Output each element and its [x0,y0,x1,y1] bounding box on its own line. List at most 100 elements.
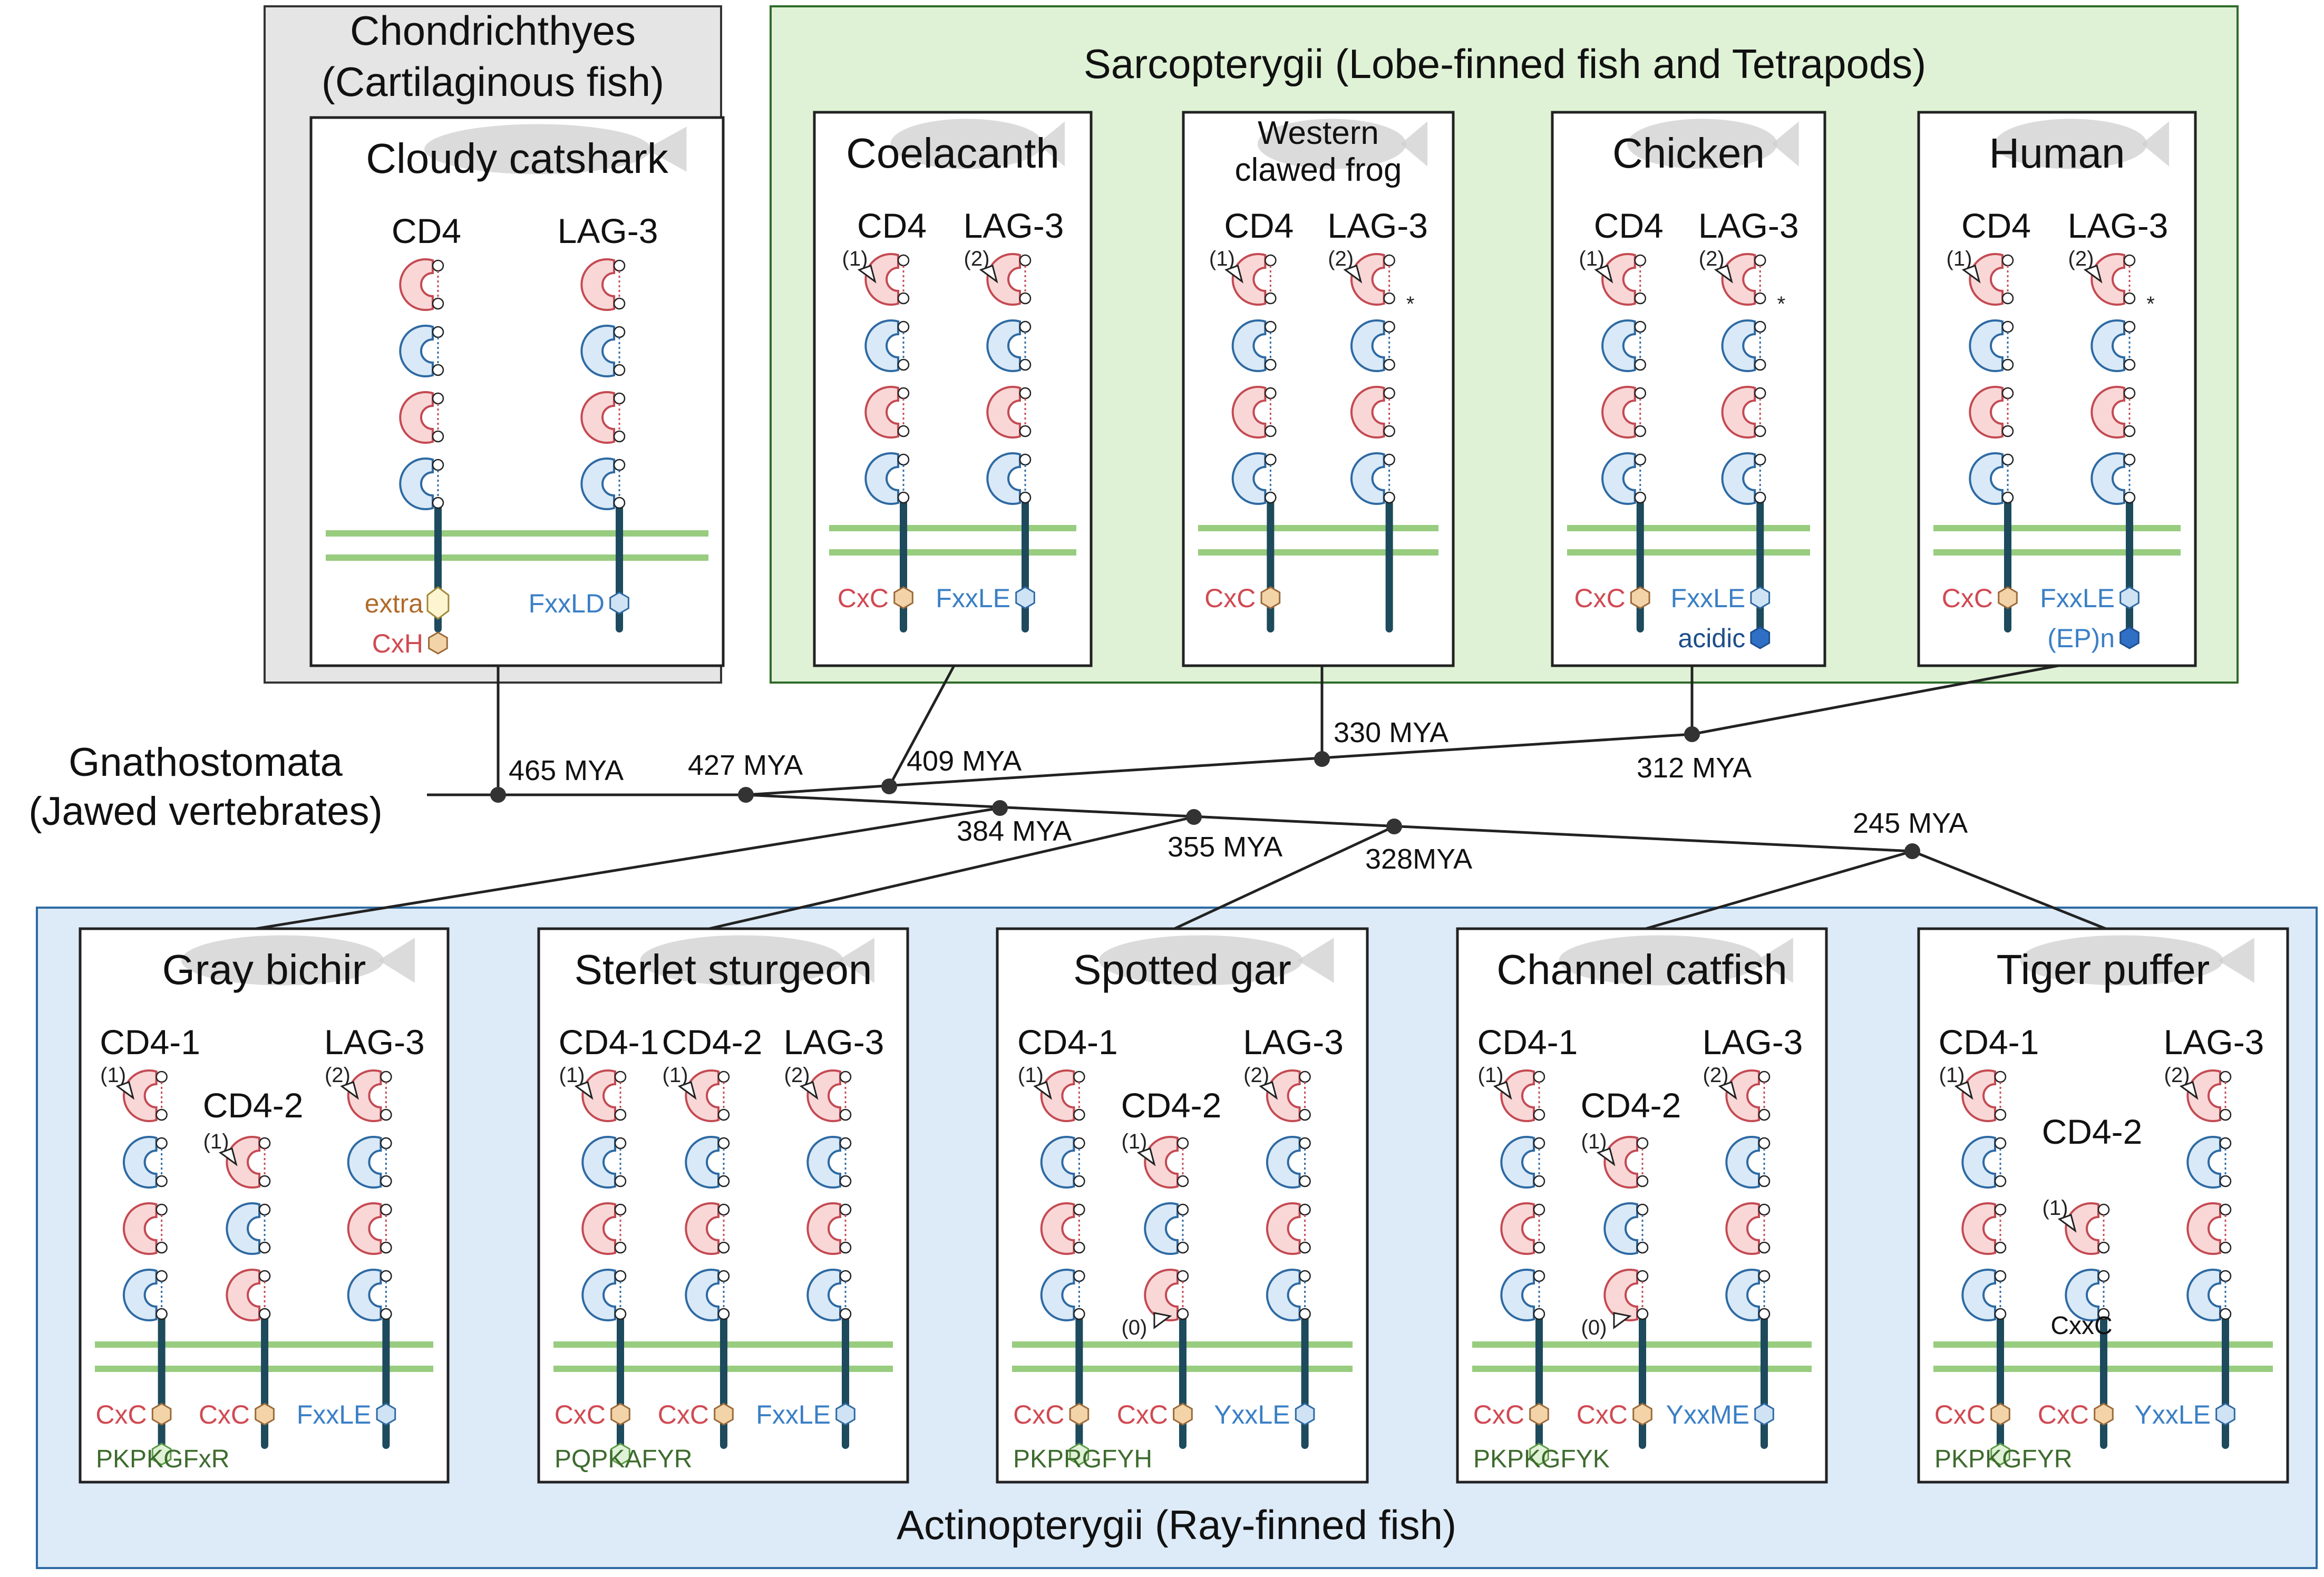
motif-lfle-shape [2215,1403,2235,1426]
protein-column: LAG-3(2)YxxME [1666,1023,1803,1449]
ig-domain-red [2090,386,2125,439]
glycosylation-marker [2179,1081,2199,1100]
cysteine-marker [613,459,626,471]
cysteine-marker [717,1241,730,1254]
cysteine-marker [1299,1270,1311,1282]
cysteine-marker [2001,358,2014,371]
cysteine-marker [897,491,910,504]
motif-cxc-shape [1529,1403,1549,1426]
cysteine-marker [1265,254,1277,267]
cysteine-marker [1636,1137,1649,1150]
domain-marker-label: (1) [663,1064,688,1087]
cysteine-marker [1758,1308,1771,1320]
actinopterygii-title: Actinopterygii (Ray-finned fish) [897,1502,1456,1548]
cysteine-marker [1636,1270,1649,1282]
species-card: Tiger pufferCD4-1(1)CxCPKPKGFYRCD4-2(1)C… [1917,927,2289,1484]
cysteine-marker [1019,387,1032,400]
ig-domain-blue [1969,319,2004,372]
divergence-label: 355 MYA [1168,831,1282,863]
cysteine-marker [1994,1270,2007,1282]
cysteine-marker [2219,1270,2232,1282]
tree-actino-branch [745,793,1913,853]
cysteine-marker [380,1175,392,1187]
species-silhouette [1559,935,1762,986]
cysteine-marker [1019,292,1032,305]
glycosylation-marker [1343,265,1363,284]
motif-label: CxC [1577,1400,1628,1429]
ig-domain-red [122,1202,158,1255]
motif-label: FxxLE [297,1400,372,1429]
cysteine-marker [1994,1241,2007,1254]
motif-lfle-shape [1295,1403,1315,1426]
species-name: Cloudy catshark [366,135,669,182]
ig-domain-red [1350,386,1385,439]
motif-label: CxC [1013,1400,1064,1429]
ig-domain-red [864,386,899,439]
protein-label: LAG-3 [784,1023,884,1062]
ig-domain-red [2186,1069,2221,1122]
ig-domain-red [1266,1202,1301,1255]
cysteine-marker [897,453,910,466]
protein-label: CD4 [392,211,461,250]
silhouette-tail [1401,121,1428,167]
domain-marker-label: (1) [1209,247,1235,270]
branch-gar [1173,825,1395,930]
ig-domain-blue [685,1136,719,1189]
motif-cxc-shape [2094,1403,2114,1426]
glycosylation-marker [1033,1081,1052,1100]
species-name: Chicken [1612,130,1765,177]
glycosylation-marker [1259,1081,1278,1100]
cysteine-marker [717,1070,730,1083]
cysteine-marker [1754,358,1766,371]
cysteine-marker [155,1308,168,1320]
species-box [1917,111,2197,667]
ig-domain-red [1231,386,1267,439]
motif-label: YxxLE [1214,1400,1290,1429]
protein-label: LAG-3 [324,1023,425,1062]
ig-domain-red [1601,253,1636,306]
cysteine-marker [839,1203,852,1216]
cysteine-marker [432,392,444,405]
motif-acidic-shape [1750,626,1771,649]
cysteine-marker [613,259,626,272]
cysteine-marker [380,1137,392,1150]
species-card: Spotted garCD4-1(1)CxCPKPRGFYHCD4-2(1)(0… [996,927,1369,1484]
ig-domain-blue [2186,1136,2221,1189]
cysteine-marker [380,1108,392,1121]
glycosylation-marker [2083,265,2103,284]
silhouette-tail [1037,121,1065,167]
cysteine-marker [1176,1308,1189,1320]
ig-domain-blue [347,1136,382,1189]
cxxc-label: CxxC [2050,1312,2112,1340]
cysteine-marker [1265,453,1277,466]
cysteine-marker [1758,1175,1771,1187]
cysteine-marker [839,1108,852,1121]
cysteine-marker [1533,1137,1545,1150]
sarcopterygii-title: Sarcopterygii (Lobe-finned fish and Tetr… [1084,41,1927,87]
glycosylation-marker [218,1147,238,1166]
cysteine-marker [1754,425,1766,437]
species-silhouette [1627,119,1777,169]
ig-domain-red [1231,253,1267,306]
protein-label: CD4-2 [203,1086,304,1125]
motif-label: acidic [1678,624,1745,653]
branch-bichir [255,806,1000,930]
cysteine-marker [2001,453,2014,466]
motif-label: FxxLE [1671,583,1746,613]
motif-lfle-shape [2119,586,2140,609]
cysteine-marker [613,497,626,509]
domain-marker-label: (1) [1478,1064,1504,1087]
protein-label: CD4-2 [662,1023,763,1062]
protein-label: CD4 [1594,206,1664,245]
silhouette-tail [1297,938,1334,983]
glycosylation-marker [799,1081,819,1100]
glycosylation-marker [1596,1147,1616,1166]
cysteine-marker [1754,254,1766,267]
cysteine-marker [839,1137,852,1150]
motif-label: CxC [658,1400,709,1429]
cysteine-marker [1299,1308,1311,1320]
